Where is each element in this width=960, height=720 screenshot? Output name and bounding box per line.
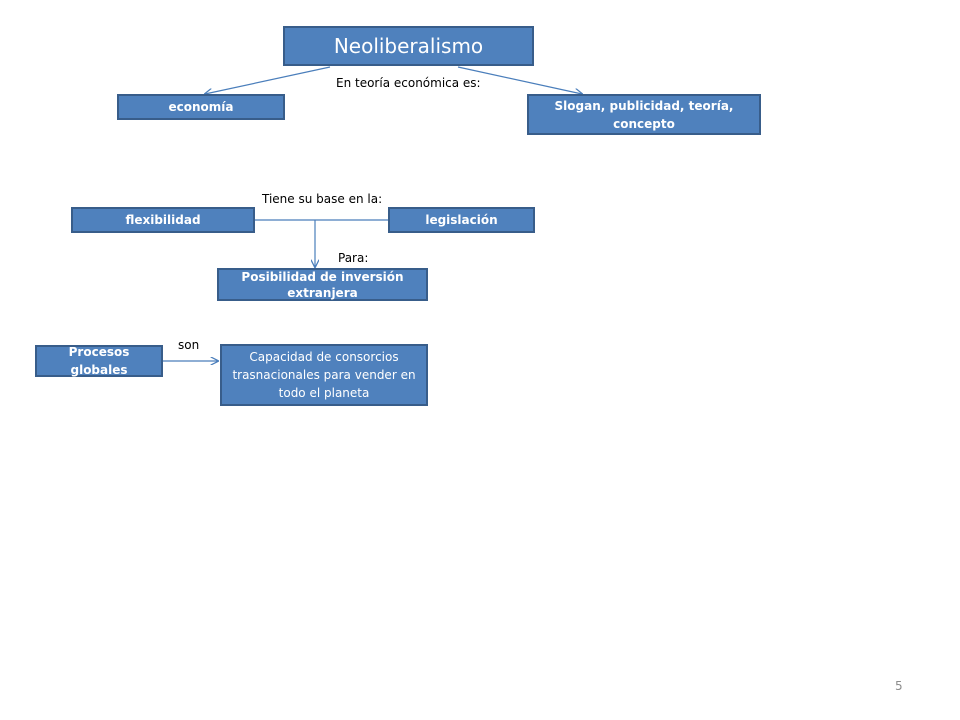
node-economia: economía xyxy=(117,94,285,120)
label-teoria-economica: En teoría económica es: xyxy=(336,76,481,90)
node-neoliberalismo: Neoliberalismo xyxy=(283,26,534,66)
node-procesos-globales: Procesos globales xyxy=(35,345,163,377)
arrow-to-slogan xyxy=(457,66,582,94)
label-para: Para: xyxy=(338,251,369,265)
label-son: son xyxy=(178,338,200,352)
node-flexibilidad: flexibilidad xyxy=(71,207,255,233)
node-legislacion: legislación xyxy=(388,207,535,233)
page-number: 5 xyxy=(895,679,903,693)
node-slogan: Slogan, publicidad, teoría, concepto xyxy=(527,94,761,135)
node-posibilidad-inversion: Posibilidad de inversión extranjera xyxy=(217,268,428,301)
node-capacidad-consorcios: Capacidad de consorcios trasnacionales p… xyxy=(220,344,428,406)
label-tiene-base: Tiene su base en la: xyxy=(262,192,383,206)
arrow-to-economia xyxy=(205,66,331,94)
